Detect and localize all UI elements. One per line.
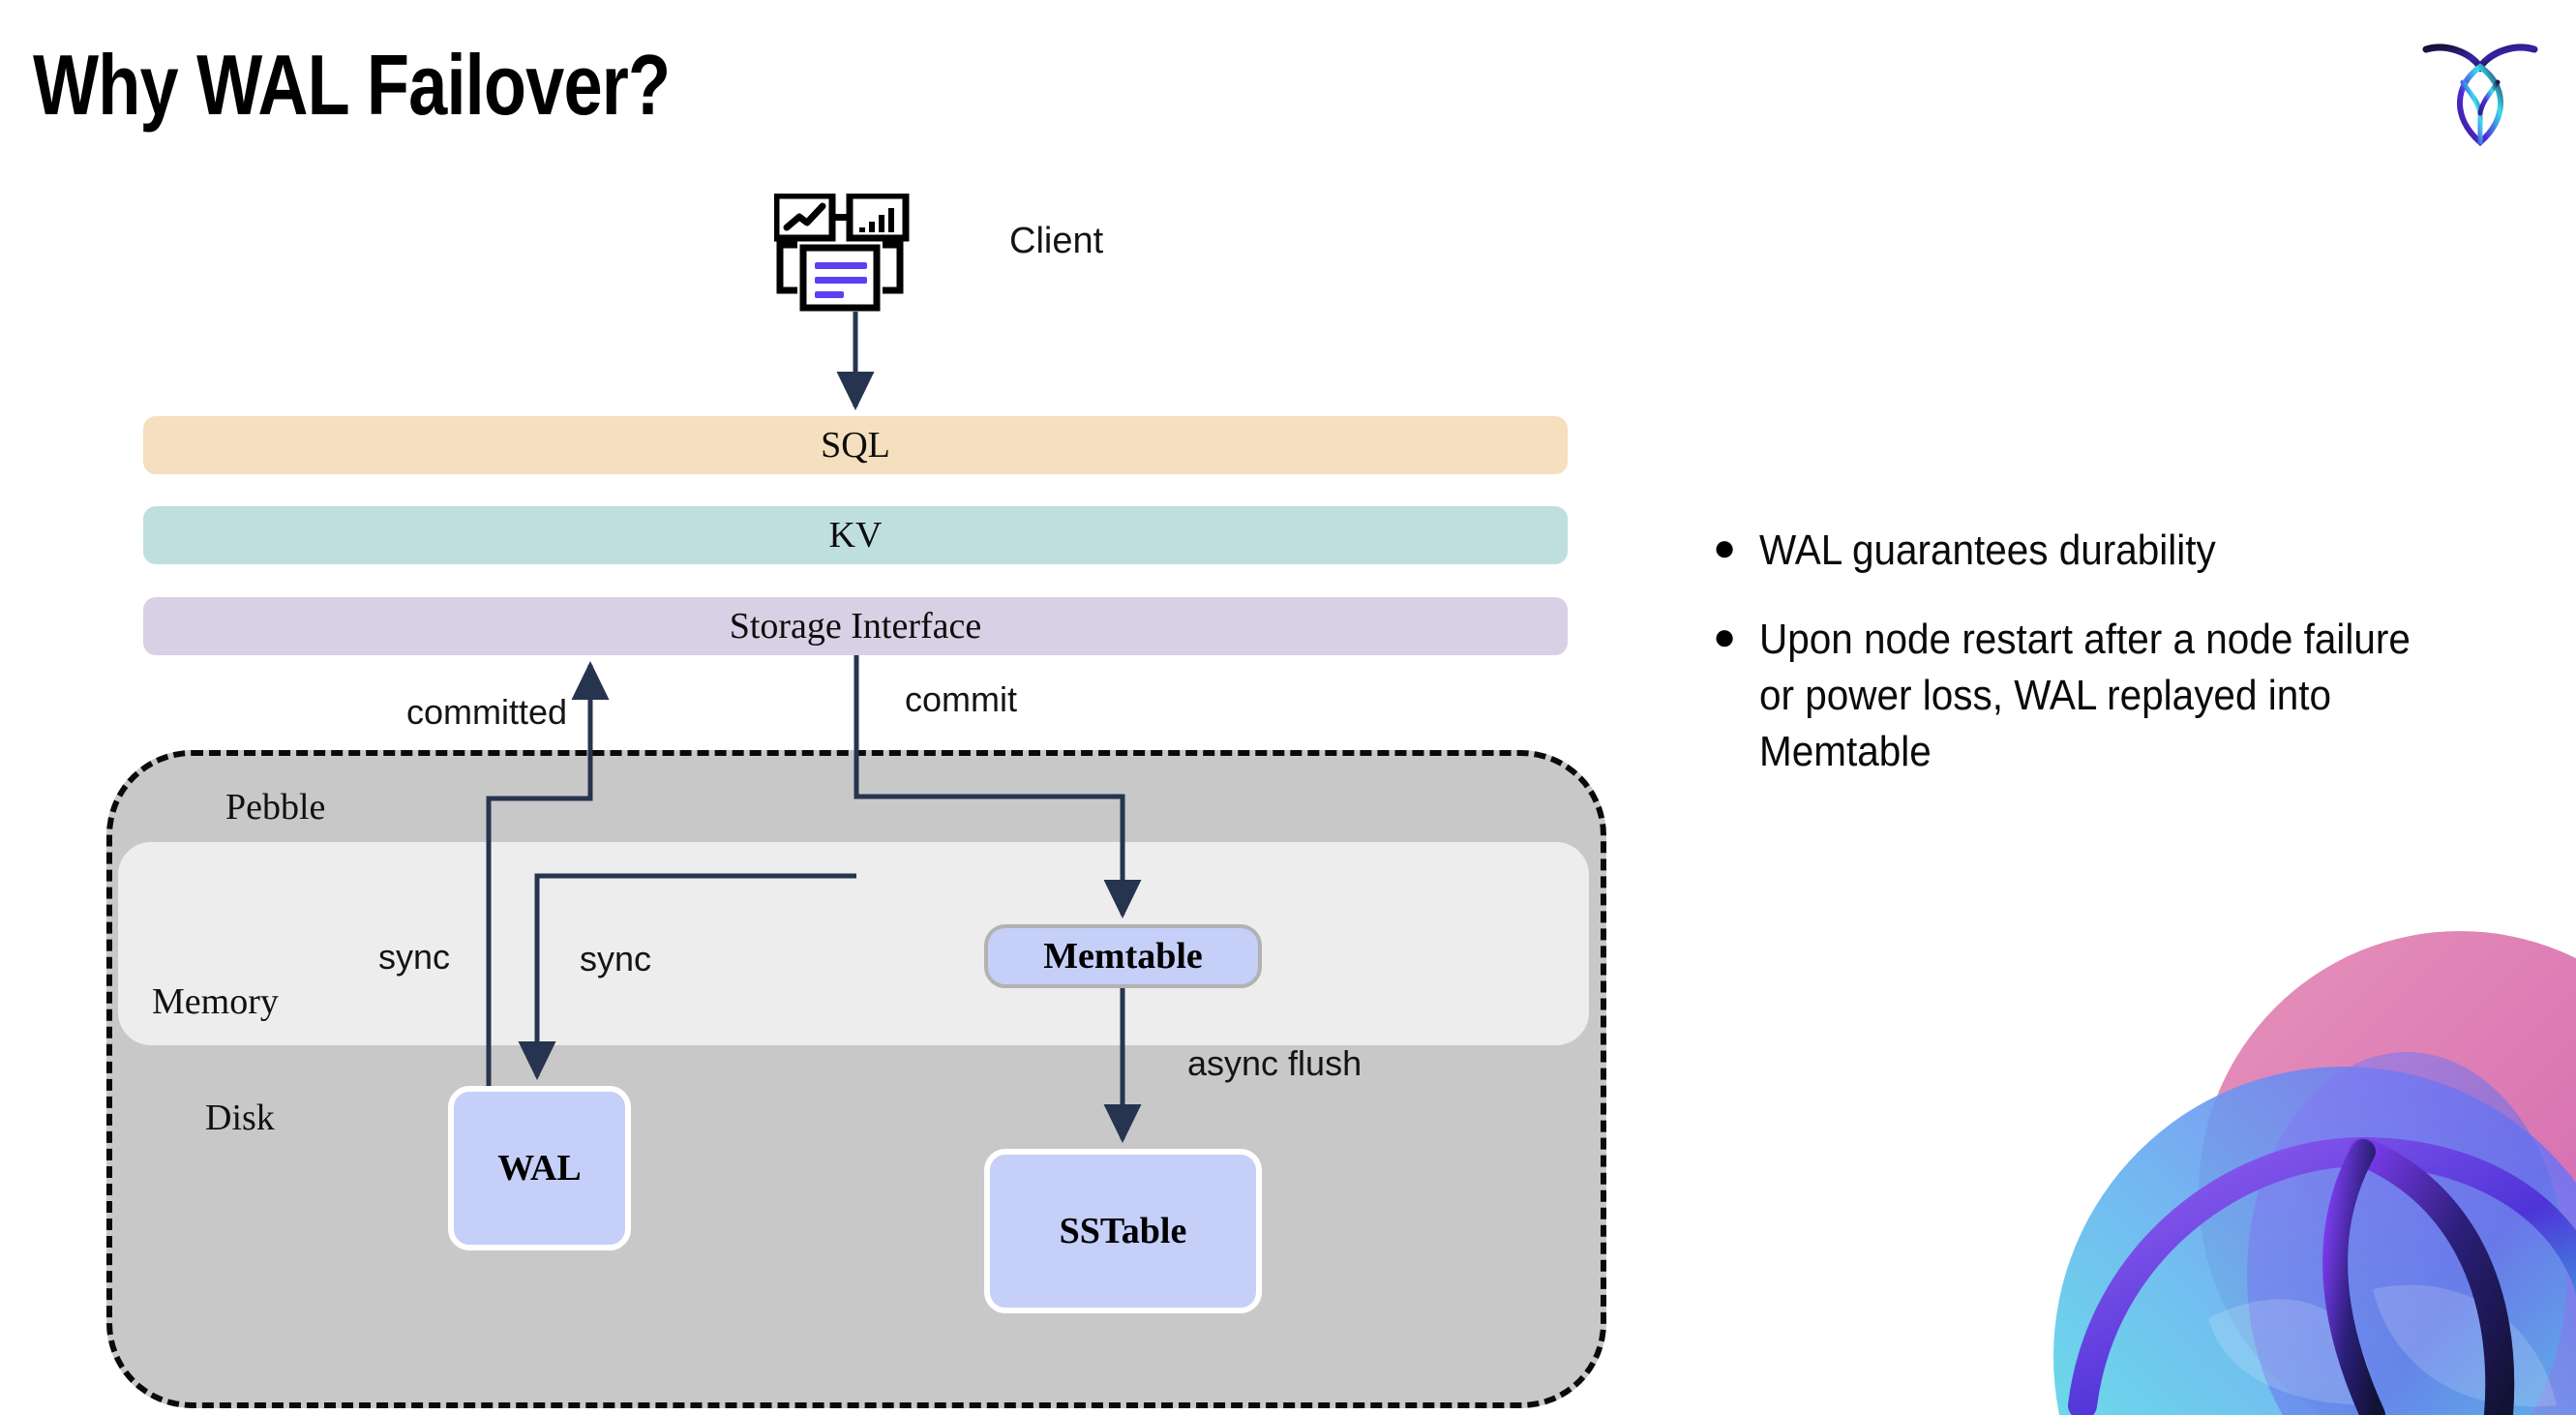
architecture-diagram: Client SQL KV Storage Interface Pebble M… — [106, 192, 1606, 1408]
layer-sql-label: SQL — [821, 425, 890, 466]
node-sstable-label: SSTable — [1059, 1211, 1187, 1251]
list-item: ● WAL guarantees durability — [1705, 523, 2508, 579]
edge-label-commit: commit — [905, 679, 1017, 719]
memory-zone — [118, 842, 1589, 1045]
node-memtable-label: Memtable — [1043, 936, 1203, 977]
bullet-marker-icon: ● — [1713, 527, 1737, 569]
bullet-text: Upon node restart after a node failure o… — [1759, 616, 2411, 776]
layer-storage-label: Storage Interface — [729, 606, 982, 647]
decorative-corner-graphic — [1918, 902, 2576, 1415]
node-sstable[interactable]: SSTable — [984, 1149, 1262, 1313]
edge-label-committed: committed — [406, 692, 568, 732]
edge-label-sync-right: sync — [580, 939, 652, 978]
disk-label: Disk — [205, 1098, 275, 1138]
bullet-text: WAL guarantees durability — [1759, 527, 2216, 574]
memory-label: Memory — [152, 981, 279, 1022]
layer-kv: KV — [143, 506, 1568, 564]
list-item: ● Upon node restart after a node failure… — [1705, 612, 2508, 780]
edge-label-async-flush: async flush — [1187, 1043, 1363, 1083]
node-wal[interactable]: WAL — [448, 1086, 631, 1250]
bullet-list: ● WAL guarantees durability ● Upon node … — [1705, 523, 2508, 813]
client-dashboard-icon — [772, 192, 929, 315]
client-label: Client — [1009, 221, 1104, 261]
layer-kv-label: KV — [828, 515, 883, 556]
node-wal-label: WAL — [497, 1148, 582, 1189]
layer-sql: SQL — [143, 416, 1568, 474]
edge-label-sync-left: sync — [378, 937, 451, 977]
page-title: Why WAL Failover? — [33, 37, 671, 133]
cockroach-labs-logo-icon — [2412, 32, 2548, 148]
bullet-marker-icon: ● — [1713, 616, 1737, 659]
node-memtable[interactable]: Memtable — [984, 924, 1262, 988]
pebble-label: Pebble — [225, 787, 326, 828]
layer-storage-interface: Storage Interface — [143, 597, 1568, 655]
